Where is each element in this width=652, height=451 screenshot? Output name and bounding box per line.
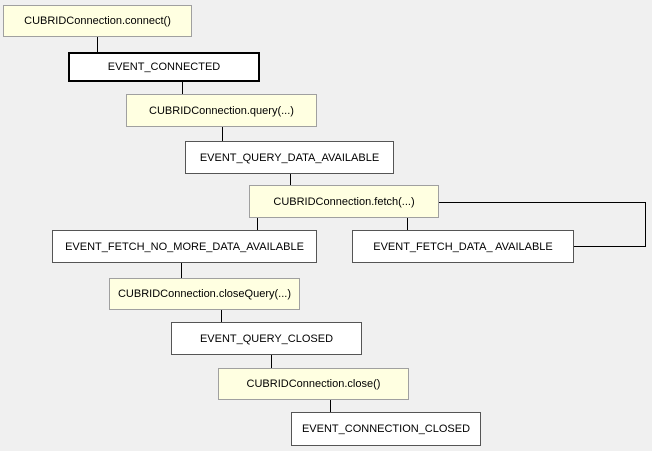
connect-call-node: CUBRIDConnection.connect() <box>3 5 192 37</box>
event-fetch-no-more-data-available-node: EVENT_FETCH_NO_MORE_DATA_AVAILABLE <box>52 230 317 263</box>
node-label: EVENT_FETCH_DATA_ AVAILABLE <box>373 240 553 253</box>
node-label: CUBRIDConnection.connect() <box>24 15 171 27</box>
event-query-data-available-node: EVENT_QUERY_DATA_AVAILABLE <box>185 141 394 174</box>
node-label: CUBRIDConnection.close() <box>246 378 381 390</box>
node-label: EVENT_CONNECTION_CLOSED <box>301 423 471 435</box>
edge-fetch-data-loop <box>439 202 646 247</box>
event-connection-closed-node: EVENT_CONNECTION_CLOSED <box>291 412 481 446</box>
close-call-node: CUBRIDConnection.close() <box>218 368 409 400</box>
node-label: CUBRIDConnection.query(...) <box>149 104 294 117</box>
event-query-closed-node: EVENT_QUERY_CLOSED <box>171 322 362 355</box>
query-call-node: CUBRIDConnection.query(...) <box>126 94 317 127</box>
event-connected-node: EVENT_CONNECTED <box>68 52 260 82</box>
node-label: EVENT_QUERY_CLOSED <box>199 332 334 345</box>
node-label: EVENT_CONNECTED <box>107 61 221 73</box>
close-query-call-node: CUBRIDConnection.closeQuery(...) <box>109 278 300 310</box>
fetch-call-node: CUBRIDConnection.fetch(...) <box>249 185 439 218</box>
node-label: EVENT_FETCH_NO_MORE_DATA_AVAILABLE <box>65 240 304 253</box>
event-fetch-data-available-node: EVENT_FETCH_DATA_ AVAILABLE <box>352 230 574 263</box>
node-label: CUBRIDConnection.closeQuery(...) <box>117 288 291 300</box>
node-label: EVENT_QUERY_DATA_AVAILABLE <box>199 151 380 164</box>
node-label: CUBRIDConnection.fetch(...) <box>273 195 415 208</box>
